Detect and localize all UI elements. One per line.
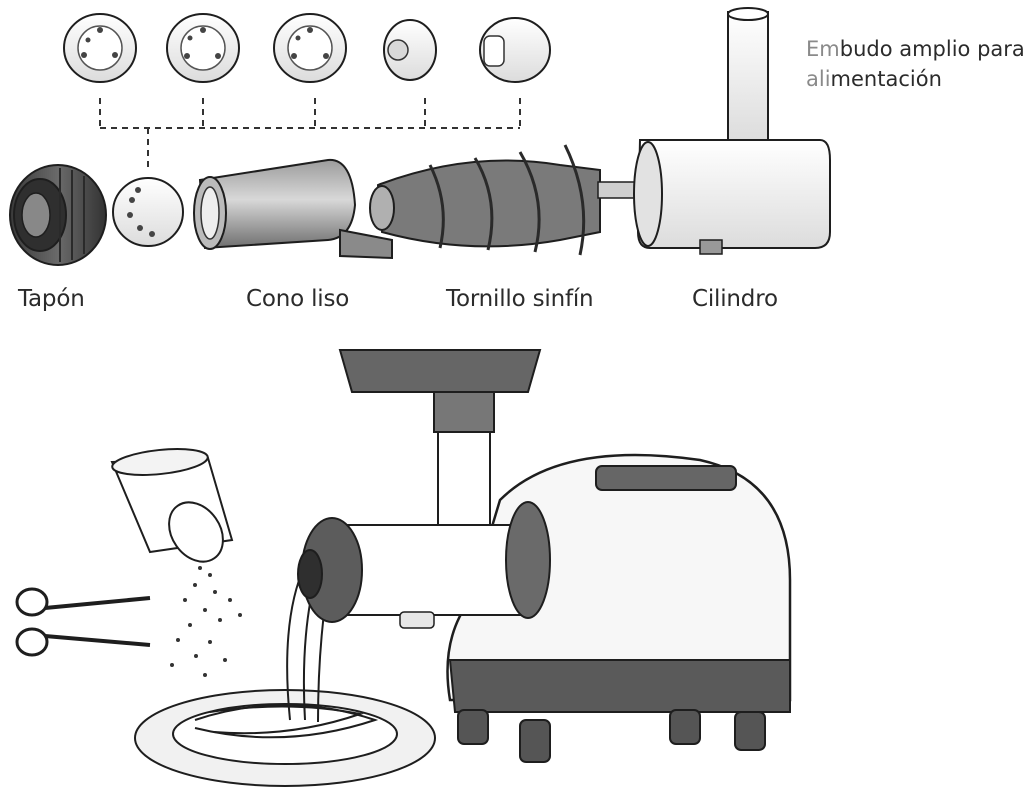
nozzle-icon [383,19,437,81]
label-embudo-line2-rest: mentación [830,67,942,91]
tapon-part [9,164,107,266]
scissors-icon [15,587,151,657]
cilindro-part [633,7,831,255]
label-cilindro: Cilindro [692,286,778,312]
flour-particles [170,566,242,677]
label-embudo: Embudo amplio para alimentación [806,34,1025,94]
tornillo-part [369,144,639,256]
cup-icon [110,448,234,563]
nozzle-icon [166,13,240,83]
nozzle-connector [99,98,521,168]
label-embudo-line2-lead: ali [806,67,831,91]
nozzle-icon [63,13,137,83]
nozzle-icon [479,17,551,83]
juicer-icon [297,349,792,763]
label-cono: Cono liso [246,286,350,312]
label-tapon: Tapón [18,286,85,312]
label-embudo-line1: Embudo amplio para [806,34,1025,64]
label-embudo-line1-lead: Em [806,37,840,61]
nozzle-icon [112,177,184,247]
label-embudo-line1-rest: budo amplio para [839,37,1025,61]
cono-part [193,158,393,260]
label-embudo-line2: alimentación [806,64,1025,94]
label-tornillo: Tornillo sinfín [446,286,594,312]
nozzle-icon [273,13,347,83]
